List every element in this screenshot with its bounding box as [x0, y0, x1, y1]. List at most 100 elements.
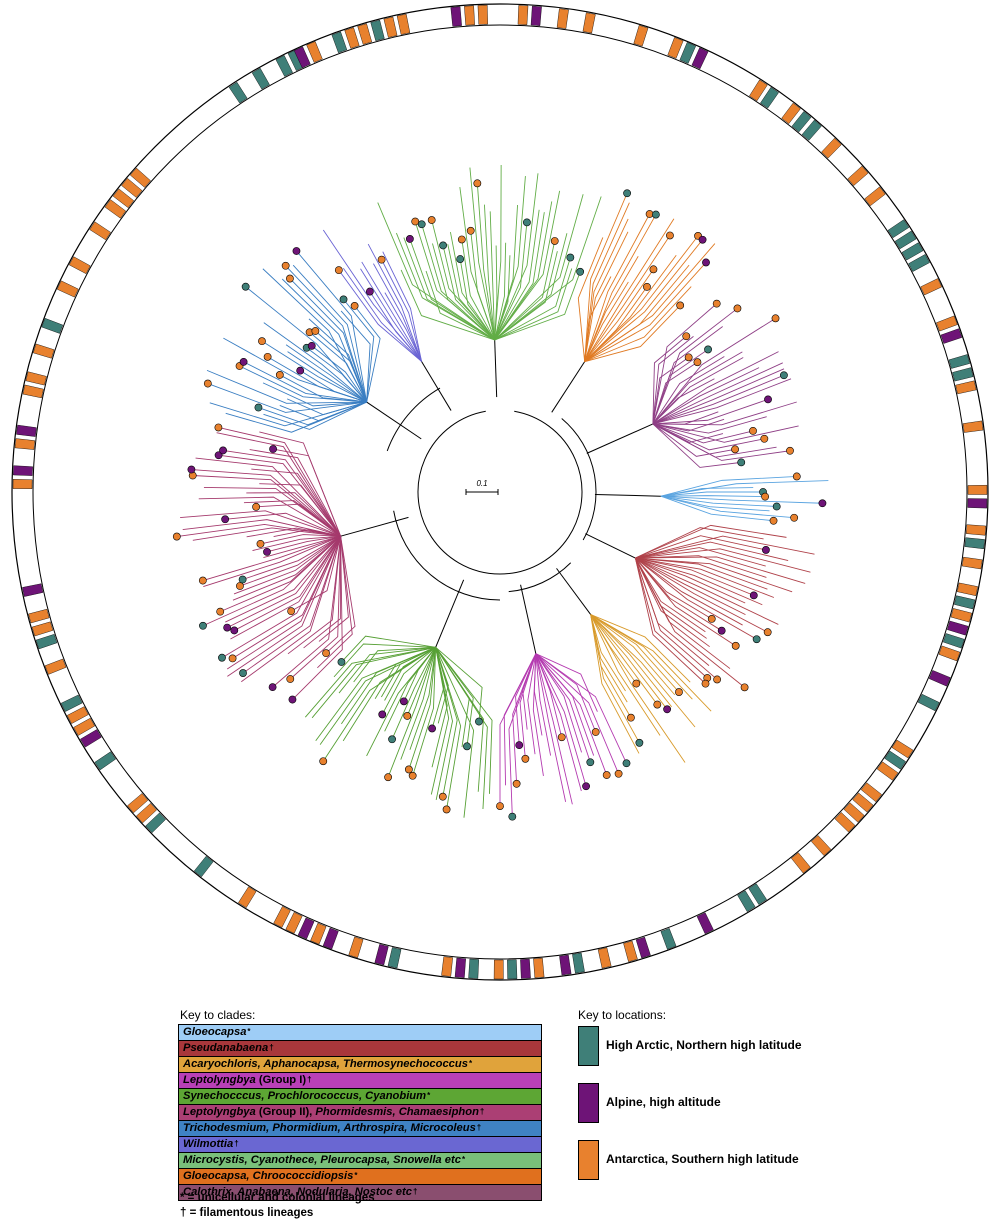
- branch: [652, 378, 715, 425]
- branch: [660, 491, 764, 497]
- branch: [435, 647, 493, 794]
- location-tick: [129, 167, 151, 188]
- branch: [230, 535, 341, 640]
- tip-marker: [772, 502, 781, 511]
- branch: [342, 268, 422, 362]
- branch: [535, 653, 573, 805]
- tip-marker: [602, 771, 611, 779]
- location-tick: [104, 199, 127, 219]
- branch: [195, 457, 341, 537]
- branch: [652, 398, 769, 425]
- branch: [660, 487, 754, 497]
- tip-marker: [752, 635, 761, 644]
- branch: [635, 535, 815, 559]
- branch: [431, 647, 445, 729]
- antarctica-label: Antarctica, Southern high latitude: [606, 1152, 799, 1166]
- tip-marker: [622, 759, 631, 768]
- branch: [263, 535, 341, 559]
- tip-marker: [521, 754, 530, 763]
- branch: [225, 512, 341, 537]
- branch: [535, 653, 627, 764]
- location-tick: [383, 16, 398, 38]
- stem-branch: [594, 493, 661, 497]
- location-tick: [441, 956, 453, 977]
- location-tick: [22, 583, 44, 597]
- branch: [519, 653, 537, 759]
- branch: [180, 510, 341, 537]
- branch: [232, 536, 342, 659]
- location-tick: [310, 922, 327, 945]
- tip-marker: [731, 445, 739, 454]
- tip-marker: [403, 712, 412, 720]
- tip-marker: [214, 423, 223, 432]
- tip-marker: [731, 641, 740, 650]
- location-tick: [635, 936, 651, 959]
- clade-key-row-calothrix: Calothrix, Anabaena, Nodularia, Nostoc e…: [179, 1185, 541, 1200]
- tree-branches: [176, 164, 829, 818]
- branch: [590, 614, 626, 692]
- branch: [296, 250, 368, 403]
- backbone-arc: [386, 387, 441, 452]
- tip-marker: [223, 623, 232, 632]
- branch: [590, 614, 680, 693]
- location-tick: [556, 8, 569, 29]
- location-tick: [947, 620, 969, 636]
- location-tick: [468, 958, 479, 979]
- location-tick: [127, 793, 149, 814]
- branch: [499, 653, 537, 807]
- location-tick: [760, 87, 779, 109]
- tip-marker: [411, 217, 420, 226]
- tip-marker: [187, 465, 196, 474]
- tip-marker: [786, 446, 794, 455]
- branch: [590, 614, 696, 728]
- location-tick: [954, 595, 976, 610]
- key-locations-title: Key to locations:: [578, 1008, 667, 1022]
- tip-marker: [792, 472, 801, 481]
- location-tick: [322, 927, 339, 950]
- branch: [241, 536, 342, 683]
- branch: [391, 647, 437, 740]
- tip-marker: [761, 492, 770, 501]
- tip-marker: [512, 779, 521, 788]
- tip-marker: [417, 220, 426, 229]
- location-tick: [967, 498, 988, 509]
- tip-marker: [666, 231, 674, 240]
- tip-marker: [632, 679, 641, 688]
- clade-key-row-lepto1: Leptolyngbya (Group I)†: [179, 1073, 541, 1089]
- branch: [435, 647, 470, 748]
- branch: [635, 557, 763, 606]
- location-tick: [691, 47, 709, 70]
- branch: [584, 281, 629, 362]
- branch: [369, 291, 422, 362]
- stem-branch: [520, 584, 537, 654]
- tip-marker: [475, 717, 483, 726]
- branch: [343, 299, 375, 403]
- tip-marker: [682, 332, 691, 341]
- location-tick: [331, 31, 348, 54]
- location-tick: [44, 658, 67, 675]
- branch: [494, 268, 573, 341]
- branch: [292, 536, 343, 700]
- tip-marker: [733, 304, 742, 313]
- location-tick: [811, 835, 832, 856]
- branch: [285, 265, 368, 403]
- branch: [584, 218, 675, 362]
- branch: [652, 356, 725, 425]
- location-tick: [238, 886, 257, 908]
- branch: [266, 535, 341, 553]
- branch: [373, 263, 422, 362]
- location-tick: [73, 717, 95, 736]
- branch: [535, 653, 597, 733]
- tip-marker: [350, 302, 359, 310]
- branch: [406, 647, 437, 717]
- stem-branch: [340, 516, 409, 537]
- branch: [226, 536, 342, 670]
- tip-marker: [254, 403, 263, 412]
- location-tick: [559, 954, 572, 976]
- tip-marker: [377, 255, 386, 264]
- branch: [252, 535, 341, 552]
- tip-marker: [762, 546, 770, 554]
- clade-key-row-gloeo2: Gloeocapsa, Chroococcidiopsis*: [179, 1169, 541, 1185]
- tip-marker: [311, 327, 320, 335]
- branch: [289, 536, 342, 680]
